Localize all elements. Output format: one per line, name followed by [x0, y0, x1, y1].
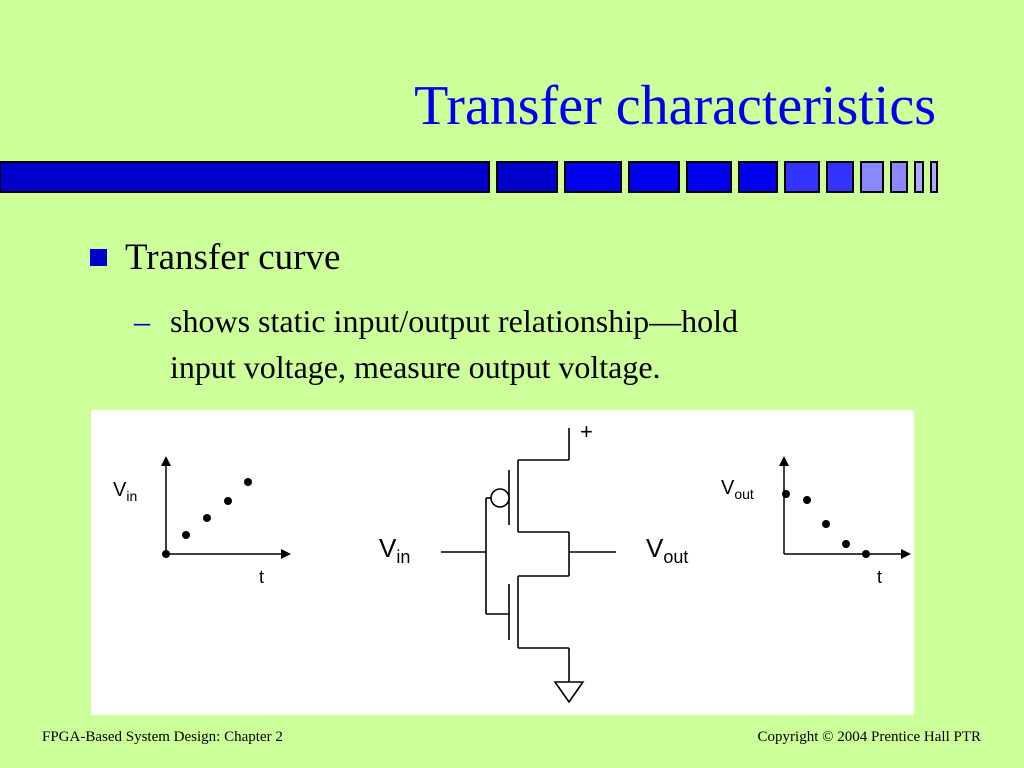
deco-bar-4: [628, 161, 680, 193]
deco-bar-10: [890, 161, 908, 193]
vin-point: [244, 478, 252, 486]
bullet-level1: Transfer curve: [90, 236, 340, 279]
deco-bar-1: [0, 161, 490, 193]
deco-bar-5: [686, 161, 732, 193]
inverter-transfer-figure: Vin t: [91, 410, 914, 715]
vout-x-label: t: [877, 567, 882, 587]
sub-bullet-line-1: shows static input/output relationship—h…: [170, 303, 738, 339]
deco-bar-7: [784, 161, 820, 193]
cmos-inverter: [441, 428, 616, 704]
footer-copyright: Copyright © 2004 Prentice Hall PTR: [757, 729, 981, 745]
deco-bar-11: [914, 161, 924, 193]
footer-chapter: FPGA-Based System Design: Chapter 2: [42, 729, 283, 745]
bullet-level2: – shows static input/output relationship…: [134, 298, 738, 390]
deco-bar-8: [826, 161, 854, 193]
vout-point: [782, 490, 790, 498]
vout-output-label: Vout: [646, 533, 688, 567]
vin-plot: Vin t: [113, 456, 291, 587]
vin-point: [203, 514, 211, 522]
ground-icon: [553, 681, 585, 704]
bullet-text: Transfer curve: [125, 237, 341, 278]
vout-y-label: Vout: [721, 477, 754, 502]
supply-label: +: [580, 419, 593, 444]
vout-point: [822, 520, 830, 528]
vin-point: [162, 550, 170, 558]
vout-point: [803, 496, 811, 504]
vin-input-label: Vin: [379, 533, 410, 567]
vin-y-label: Vin: [113, 479, 137, 504]
vin-x-label: t: [259, 567, 264, 587]
figure-svg: Vin t: [113, 419, 911, 704]
sub-bullet-line-2: input voltage, measure output voltage.: [170, 349, 661, 385]
vin-point: [224, 497, 232, 505]
deco-bar-3: [564, 161, 622, 193]
slide-title: Transfer characteristics: [414, 75, 936, 137]
deco-bar-12: [930, 161, 938, 193]
vout-plot: Vout t: [721, 456, 911, 587]
deco-bar-9: [860, 161, 884, 193]
pmos-gate-bubble: [490, 488, 510, 508]
vout-point: [842, 540, 850, 548]
vout-point: [862, 550, 870, 558]
deco-bar-2: [496, 161, 558, 193]
bullet-dash-icon: –: [134, 303, 150, 339]
deco-bar-6: [738, 161, 778, 193]
vin-point: [182, 531, 190, 539]
bullet-square-icon: [90, 249, 107, 266]
